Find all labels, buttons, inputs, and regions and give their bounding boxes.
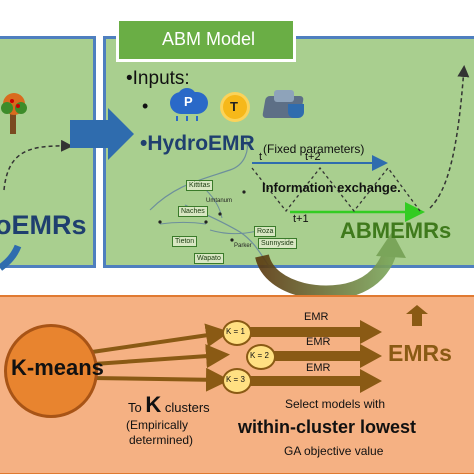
arrow-kmeans-k1	[91, 323, 230, 354]
map-label-tieton: Tieton	[172, 236, 198, 247]
map-label-wapato: Wapato	[194, 253, 224, 264]
bullet-1: •	[142, 96, 149, 116]
arrow-k1-emrs	[240, 320, 382, 344]
loop-back-arrowhead	[376, 232, 406, 258]
to-k-letter: K	[145, 392, 162, 417]
info-exchange-label: Information exchange.	[262, 180, 401, 195]
blue-chevron-arrow	[70, 108, 134, 160]
hydroemr-label: •HydroEMR	[140, 132, 255, 155]
precipitation-letter: P	[184, 94, 193, 109]
map-label-umtanum: Umtanum	[206, 198, 233, 204]
abm-model-panel	[103, 36, 474, 268]
k2-circle	[246, 344, 276, 370]
temperature-letter: T	[230, 99, 238, 114]
map-label-roza: Roza	[254, 226, 277, 237]
time-t-label: t	[259, 151, 263, 163]
kmeans-circle	[4, 324, 98, 418]
empirically-label: (Empirically	[126, 418, 189, 432]
arrow-kmeans-k2	[93, 344, 230, 369]
map-label-naches: Naches	[178, 206, 208, 217]
k3-circle	[222, 368, 252, 394]
select-models-line3: GA objective value	[284, 444, 384, 458]
abm-model-title: ABM Model	[162, 29, 256, 49]
arrow-kmeans-k3	[91, 367, 230, 392]
map-label-sunnyside: Sunnyside	[258, 238, 297, 249]
arrow-k3-emrs	[240, 369, 382, 393]
inputs-label: •Inputs:	[126, 68, 190, 89]
abmemrs-label: ABMEMRs	[340, 218, 452, 243]
temperature-icon: T	[220, 92, 250, 122]
left-blue-curve	[0, 244, 22, 271]
kmeans-label: K-means	[11, 355, 104, 380]
k2-label: K = 2	[250, 351, 269, 360]
emrs-label: EMRs	[388, 340, 452, 366]
emr-label-3: EMR	[306, 362, 331, 374]
left-dashed-arrow	[3, 139, 73, 191]
info-exchange-zigzag	[251, 166, 421, 213]
left-model-panel	[0, 36, 96, 268]
select-models-line1: Select models with	[285, 397, 386, 411]
map-label-parker: Parker	[234, 243, 252, 249]
canal-gate-icon	[262, 88, 306, 122]
time-t2-label: t+2	[305, 151, 321, 163]
right-dashed-curve	[429, 65, 470, 209]
k1-circle	[222, 320, 252, 346]
emr-label-2: EMR	[306, 336, 331, 348]
k1-label: K = 1	[226, 327, 245, 336]
emr-label-1: EMR	[304, 311, 329, 323]
tree-icon	[1, 93, 27, 134]
abm-header-box	[116, 18, 296, 62]
up-arrow-icon	[406, 305, 428, 326]
arrow-k2-emrs	[266, 344, 382, 368]
select-models-line2: within-cluster lowest	[238, 417, 417, 437]
loop-back-arrow	[255, 248, 397, 300]
left-emrs-label: oEMRs	[0, 210, 87, 240]
to-k-prefix: To	[128, 400, 142, 415]
determined-label: determined)	[129, 433, 194, 447]
k3-label: K = 3	[226, 375, 245, 384]
fixed-parameters-label: (Fixed parameters)	[263, 142, 365, 156]
time-t1-label: t+1	[293, 213, 309, 225]
precipitation-icon: P	[170, 88, 208, 121]
to-k-clusters: To K clusters	[128, 392, 210, 418]
to-k-suffix: clusters	[164, 400, 210, 415]
map-label-kittitas: Kittitas	[186, 180, 214, 191]
